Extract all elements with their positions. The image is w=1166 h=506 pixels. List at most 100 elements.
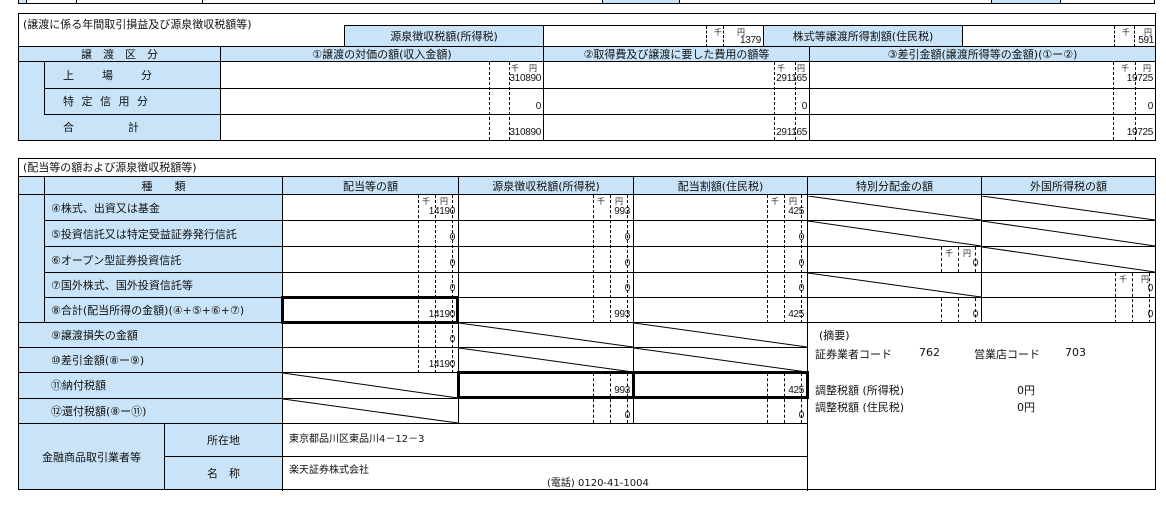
dividend-section-title: (配当等の額および源泉徴収税額等) [23, 161, 197, 174]
adjusted-resident-tax-label: 調整税額 (住民税) [815, 401, 905, 414]
transfer-loss: 0 [449, 334, 456, 345]
broker-group-label: 金融商品取引業者等 [42, 450, 141, 464]
foreign-resident: 0 [798, 283, 805, 294]
row-label-foreign-stocks: ⑦国外株式、国外投資信託等 [51, 279, 193, 292]
tax-payable-resident: 425 [788, 385, 804, 396]
foreign-stocks-foreign-tax: 0 [1147, 283, 1154, 294]
row-label-total: ⑧合計(配当所得の金額)(④+⑤+⑥+⑦) [51, 304, 245, 317]
withholding-tax-field: 千 円 1379 [543, 25, 763, 47]
unit-yen: 円 [615, 197, 623, 206]
adjusted-income-tax-label: 調整税額 (所得税) [815, 384, 905, 397]
broker-name: 楽天証券株式会社 [289, 465, 369, 476]
open-trust-dividend: 0 [449, 258, 456, 269]
unit-thousand: 千 [597, 197, 605, 206]
listed-cost: 291165 [776, 73, 807, 84]
resident-tax-field: 千 円 591 [962, 25, 1156, 47]
unit-thousand: 千 [511, 64, 519, 73]
unit-yen: 円 [1144, 28, 1152, 37]
na-cell [982, 247, 1155, 272]
na-cell [283, 373, 458, 398]
unit-thousand: 千 [777, 64, 785, 73]
name-label: 名 称 [207, 467, 240, 480]
total-dividend-box [281, 296, 459, 324]
broker-address: 東京都品川区東品川4－12－3 [289, 434, 425, 445]
unit-yen: 円 [963, 249, 971, 258]
transfer-section: (譲渡に係る年間取引損益及び源泉徴収税額等) 源泉徴収税額(所得税) 千 円 1… [18, 13, 1156, 141]
unit-yen: 円 [789, 197, 797, 206]
listed-net: 19725 [1126, 73, 1154, 84]
row-label-listed: 上 場 分 [63, 69, 154, 82]
remarks-title: (摘要) [819, 329, 850, 342]
trust-dividend: 0 [449, 232, 456, 243]
unit-thousand: 千 [1119, 275, 1127, 284]
row-label-stocks: ④株式、出資又は基金 [51, 202, 160, 215]
total-proceeds: 310890 [509, 127, 541, 138]
unit-thousand: 千 [1122, 28, 1130, 37]
tax-payable-resident-box [632, 371, 809, 399]
total-special: 0 [972, 309, 979, 320]
listed-proceeds: 310890 [509, 73, 541, 84]
na-cell [808, 196, 981, 220]
remarks-panel: (摘要) 証券業者コード 762 営業店コード 703 調整税額 (所得税) 0… [815, 325, 1145, 415]
branch-code: 703 [1065, 346, 1086, 359]
address-label: 所在地 [207, 434, 240, 447]
col-foreign: 外国所得税の額 [981, 177, 1155, 194]
row-label-investment-trust: ⑤投資信託又は特定受益証券発行信託 [51, 228, 237, 241]
row-label-total: 合 計 [63, 121, 141, 134]
stocks-dividend: 14190 [428, 206, 456, 217]
row-label-margin: 特 定 信 用 分 [63, 95, 150, 108]
row-label-tax-refund: ⑫還付税額(⑧ー⑪) [51, 405, 147, 418]
total-cost: 291165 [776, 127, 807, 138]
row-label-open-trust: ⑥オープン型証券投資信託 [51, 254, 182, 267]
na-cell [982, 196, 1155, 220]
col-cost: ②取得費及び譲渡に要した費用の額等 [543, 47, 809, 61]
total-net: 19725 [1126, 127, 1154, 138]
broker-phone: (電話) 0120-41-1004 [547, 478, 649, 489]
col-type: 種 類 [44, 177, 282, 194]
total-resident: 425 [788, 309, 804, 320]
margin-net: 0 [1147, 101, 1154, 112]
margin-cost: 0 [801, 101, 808, 112]
col-proceeds: ①譲渡の対価の額(収入金額) [220, 47, 543, 61]
unit-thousand: 千 [771, 197, 779, 206]
net-amount: 14190 [428, 359, 456, 370]
na-cell [808, 221, 981, 246]
total-foreign-tax: 0 [1147, 309, 1154, 320]
withholding-tax-value: 1379 [739, 35, 761, 46]
tax-refund-resident: 0 [798, 410, 805, 421]
na-cell [459, 323, 633, 347]
transfer-section-title: (譲渡に係る年間取引損益及び源泉徴収税額等) [23, 18, 252, 31]
open-trust-resident: 0 [798, 258, 805, 269]
na-cell [634, 348, 807, 372]
foreign-withholding: 0 [624, 283, 631, 294]
broker-code: 762 [919, 346, 940, 359]
open-trust-withholding: 0 [624, 258, 631, 269]
na-cell [982, 221, 1155, 246]
branch-code-label: 営業店コード [974, 348, 1040, 361]
col-category: 譲 渡 区 分 [81, 48, 158, 61]
total-dividend: 14190 [428, 309, 456, 320]
row-label-transfer-loss: ⑨譲渡損失の金額 [51, 329, 138, 342]
previous-table-remnant [18, 0, 1155, 4]
broker-code-label: 証券業者コード [815, 348, 892, 361]
row-label-tax-payable: ⑪納付税額 [51, 379, 106, 392]
stocks-resident: 425 [788, 206, 804, 217]
tax-payable-withholding-box [457, 371, 635, 399]
col-dividend: 配当等の額 [282, 177, 458, 194]
unit-yen: 円 [797, 64, 805, 73]
trust-resident: 0 [798, 232, 805, 243]
unit-thousand: 千 [422, 197, 430, 206]
resident-tax-value: 591 [1138, 35, 1154, 46]
stocks-withholding: 993 [614, 206, 630, 217]
adjusted-resident-tax: 0円 [1017, 401, 1035, 414]
na-cell [283, 399, 458, 423]
tax-refund-withholding: 0 [624, 410, 631, 421]
unit-yen: 円 [737, 28, 745, 37]
adjusted-income-tax: 0円 [1017, 384, 1035, 397]
transfer-header-row: 譲 渡 区 分 ①譲渡の対価の額(収入金額) ②取得費及び譲渡に要した費用の額等… [19, 46, 1155, 62]
withholding-tax-label: 源泉徴収税額(所得税) [344, 25, 544, 46]
na-cell [459, 348, 633, 372]
unit-thousand: 千 [945, 249, 953, 258]
col-withholding: 源泉徴収税額(所得税) [458, 177, 633, 194]
tax-payable-withholding: 993 [614, 385, 630, 396]
